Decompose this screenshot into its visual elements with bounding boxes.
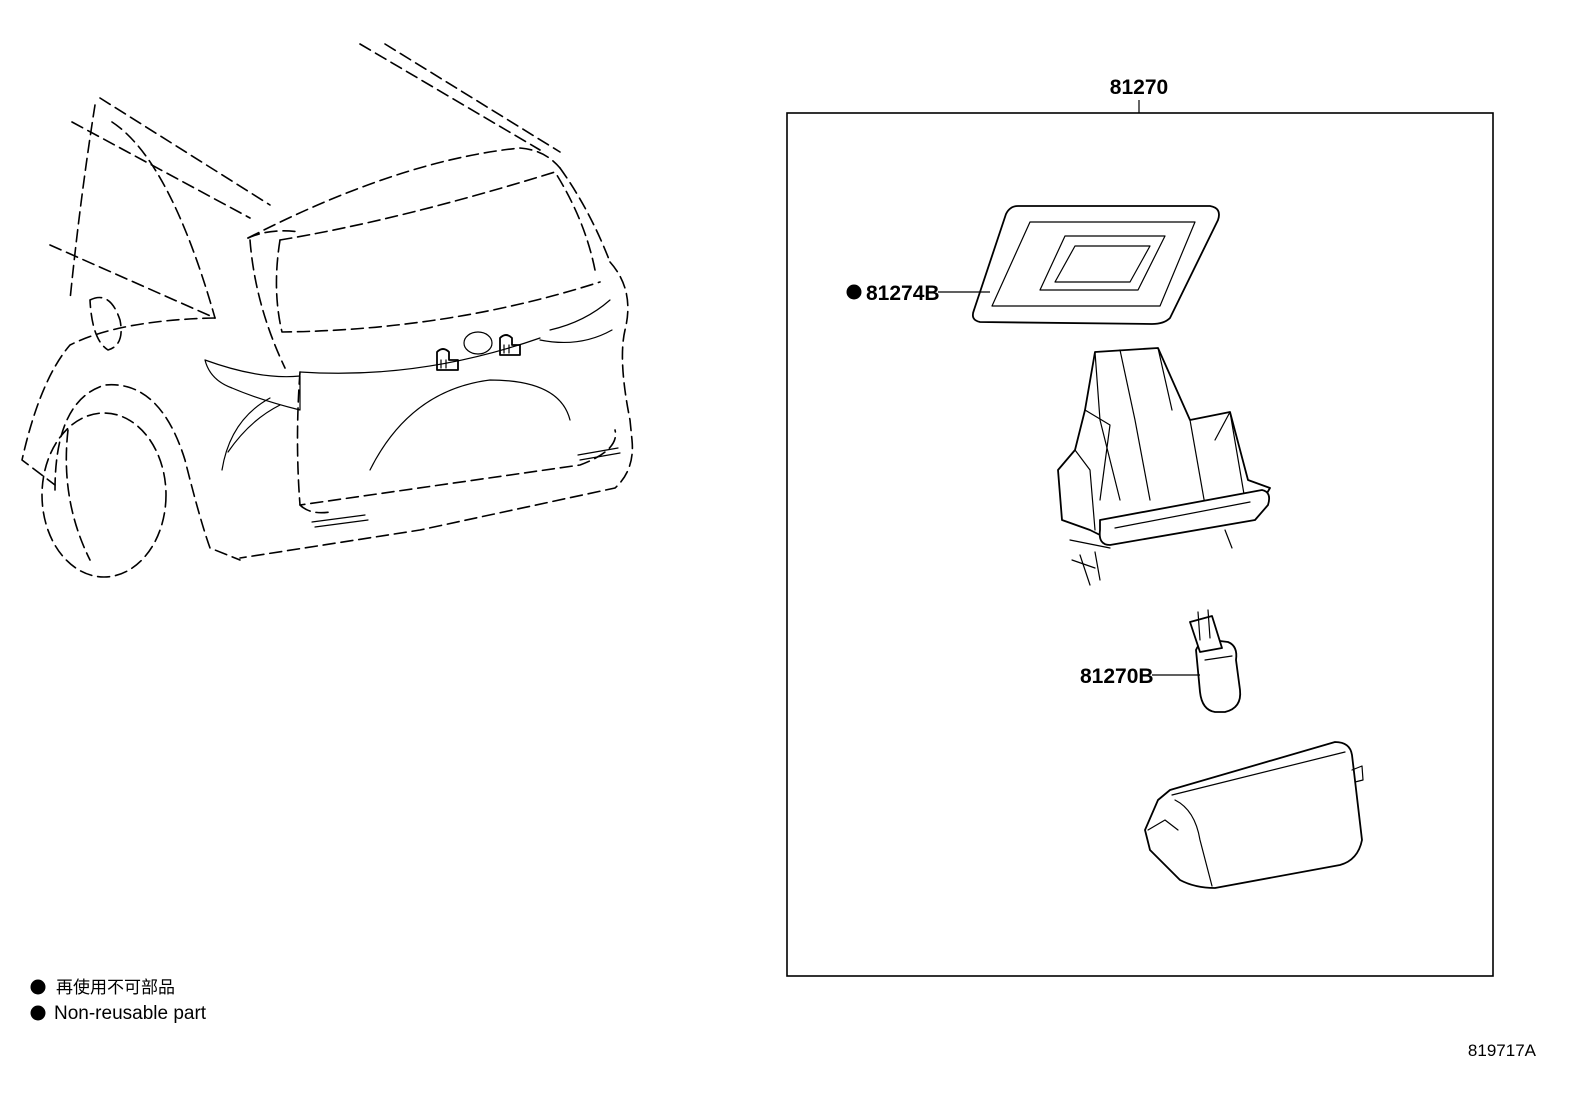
license-lamp-left-icon xyxy=(436,348,459,371)
callout-81274B: 81274B xyxy=(846,282,990,305)
license-lamp-right-icon xyxy=(499,334,521,356)
legend-marker-icon xyxy=(30,1005,46,1021)
lens-gasket-part xyxy=(971,205,1220,325)
callout-part-number: 81270B xyxy=(1080,665,1154,688)
lamp-housing-part xyxy=(1057,347,1271,586)
assembly-frame xyxy=(786,112,1494,977)
legend-marker-icon xyxy=(30,979,46,995)
callout-81270B: 81270B xyxy=(1080,665,1200,688)
legend: 再使用不可部品 Non-reusable part xyxy=(30,977,207,1024)
non-reusable-marker-icon xyxy=(846,284,862,300)
diagram-code: 819717A xyxy=(1468,1041,1537,1060)
assembly-part-number: 81270 xyxy=(1110,76,1168,99)
legend-text-english: Non-reusable part xyxy=(54,1003,207,1024)
lens-cover-part xyxy=(1144,741,1364,889)
assembly-group: 81270 xyxy=(786,76,1494,977)
vehicle-rear-illustration xyxy=(21,43,634,578)
legend-text-japanese: 再使用不可部品 xyxy=(56,977,175,998)
bulb-part xyxy=(1189,609,1242,713)
callout-part-number: 81274B xyxy=(866,282,940,305)
